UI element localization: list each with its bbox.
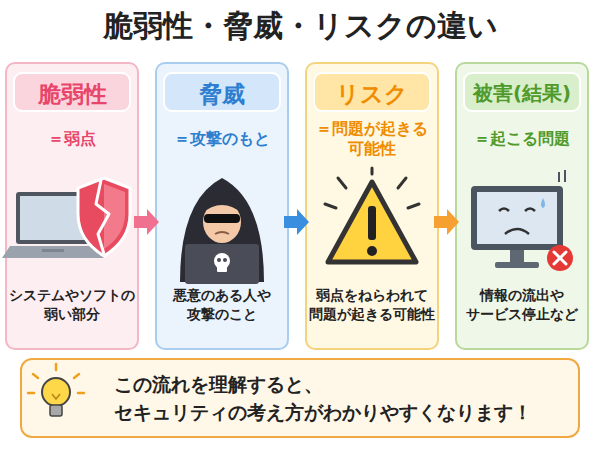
damage-icon (471, 170, 573, 271)
concept-card: 脅威＝攻撃のもと悪意のある人や 攻撃のこと (155, 62, 289, 350)
lightbulb-icon (28, 364, 84, 416)
flow-arrow (434, 209, 459, 235)
diagram-title: 脆弱性・脅威・リスクの違い (0, 6, 600, 46)
warning-icon (325, 168, 419, 262)
card-subtitle: ＝弱点 (8, 116, 136, 162)
card-subtitle: ＝攻撃のもと (158, 116, 286, 162)
flow-arrow (284, 209, 309, 235)
concept-card: リスク＝問題が起きる 可能性弱点をねらわれて 問題が起きる可能性 (305, 62, 439, 350)
card-subtitle: ＝起こる問題 (458, 116, 586, 162)
card-subtitle: ＝問題が起きる 可能性 (308, 116, 436, 162)
note-box: この流れを理解すると、 セキュリティの考え方がわかりやすくなります！ (20, 358, 580, 438)
card-description: システムやソフトの 弱い部分 (8, 286, 136, 324)
concept-card: 被害(結果)＝起こる問題情報の流出や サービス停止など (455, 62, 589, 350)
card-heading: リスク (313, 72, 431, 112)
concept-card: 脆弱性＝弱点システムやソフトの 弱い部分 (5, 62, 139, 350)
flow-arrow (134, 209, 159, 235)
attacker-icon (180, 178, 264, 284)
note-text: この流れを理解すると、 セキュリティの考え方がわかりやすくなります！ (114, 370, 568, 426)
card-heading: 脆弱性 (13, 72, 131, 112)
card-description: 弱点をねらわれて 問題が起きる可能性 (308, 286, 436, 324)
card-description: 悪意のある人や 攻撃のこと (158, 286, 286, 324)
card-heading: 脅威 (163, 72, 281, 112)
card-description: 情報の流出や サービス停止など (458, 286, 586, 324)
laptop-shield-icon (2, 178, 130, 258)
card-heading: 被害(結果) (463, 72, 581, 112)
